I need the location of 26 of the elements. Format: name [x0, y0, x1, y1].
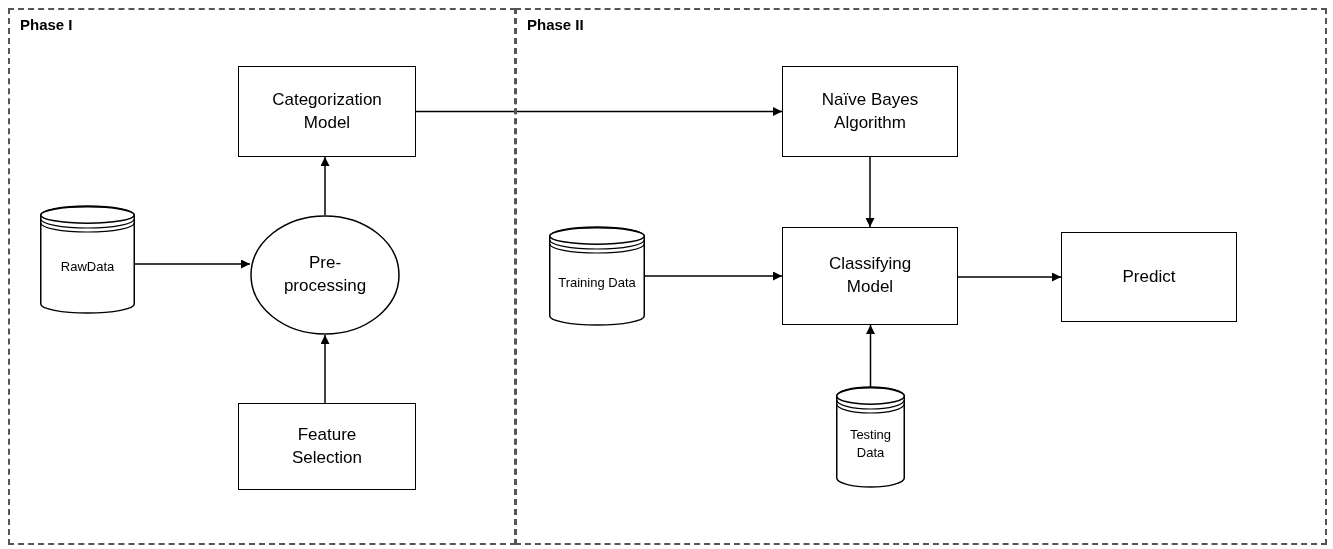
- phase-panel: [8, 8, 516, 545]
- phase-panel: [515, 8, 1327, 545]
- phase-title: Phase II: [527, 16, 584, 33]
- arrow: [866, 324, 875, 388]
- arrow: [320, 334, 330, 404]
- arrow: [320, 156, 330, 216]
- arrow: [415, 107, 783, 116]
- process-box: [238, 66, 416, 157]
- arrow: [957, 272, 1062, 282]
- arrow: [865, 156, 875, 228]
- node-label: Pre-processing: [282, 252, 368, 297]
- process-box: [782, 66, 958, 157]
- process-box: [782, 227, 958, 325]
- node-label: Categorization Model: [271, 88, 383, 134]
- phase-title: Phase I: [20, 16, 73, 33]
- arrow: [134, 259, 251, 269]
- arrow: [644, 271, 783, 281]
- process-box: [238, 403, 416, 490]
- process-box: [1061, 232, 1237, 322]
- node-label: Testing Data: [848, 426, 893, 462]
- node-label: Classifying Model: [827, 253, 913, 298]
- node-label: Predict: [1121, 265, 1177, 288]
- node-label: Training Data: [557, 274, 637, 292]
- node-label: RawData: [59, 257, 116, 276]
- node-label: Feature Selection: [291, 423, 363, 469]
- node-label: Naïve Bayes Algorithm: [820, 88, 920, 134]
